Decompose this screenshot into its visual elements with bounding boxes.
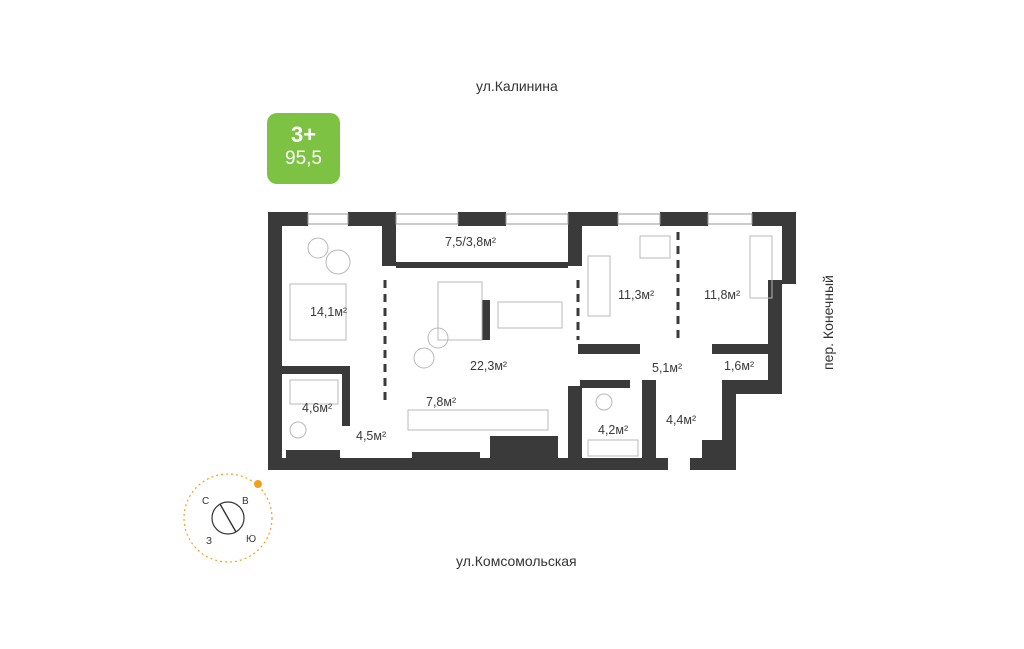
outer-walls — [268, 212, 796, 470]
apartment-badge: 3+ 95,5 — [267, 113, 340, 184]
street-label-bottom: ул.Комсомольская — [456, 553, 577, 569]
compass-needle — [219, 503, 237, 533]
zone-dividers — [383, 232, 680, 400]
compass-west: З — [206, 536, 212, 547]
badge-area: 95,5 — [285, 148, 322, 169]
room-label-hall-2: 4,5м² — [356, 429, 386, 443]
street-label-top: ул.Калинина — [476, 78, 558, 94]
room-label-room-b: 11,8м² — [704, 288, 740, 302]
windows — [307, 213, 753, 225]
badge-rooms: 3+ — [290, 122, 317, 147]
compass: С В Ю З — [183, 473, 273, 563]
compass-north: С — [202, 496, 209, 507]
room-label-bedroom: 14,1м² — [310, 305, 347, 319]
sun-icon — [254, 480, 262, 488]
compass-south: Ю — [246, 534, 256, 545]
room-label-corridor: 4,4м² — [666, 413, 696, 427]
room-label-bath-2: 4,2м² — [598, 423, 628, 437]
room-label-living: 22,3м² — [470, 359, 507, 373]
room-label-kitchen: 7,8м² — [426, 395, 456, 409]
room-label-balcony: 7,5/3,8м² — [445, 235, 496, 249]
compass-ring — [183, 473, 273, 563]
room-label-closet: 1,6м² — [724, 359, 754, 373]
compass-east: В — [242, 496, 249, 507]
room-label-bath-1: 4,6м² — [302, 401, 332, 415]
furniture — [289, 235, 773, 457]
room-label-room-a: 11,3м² — [618, 288, 654, 302]
room-label-hall: 5,1м² — [652, 361, 682, 375]
interior-walls — [282, 262, 768, 470]
compass-dial — [211, 501, 245, 535]
